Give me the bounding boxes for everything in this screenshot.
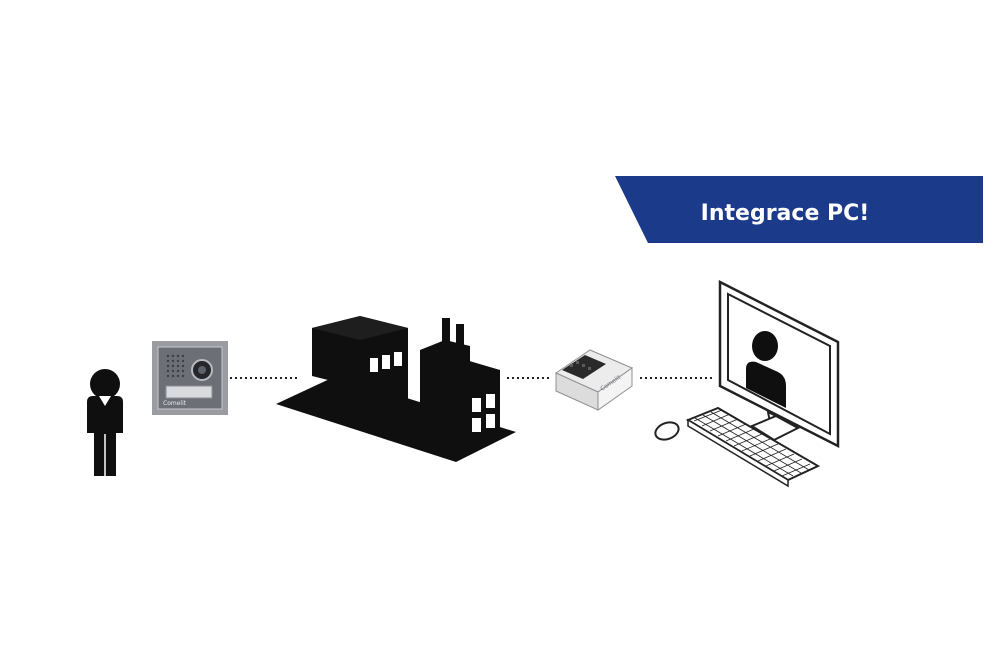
mouse-icon xyxy=(654,421,680,441)
banner: Integrace PC! xyxy=(615,176,983,243)
usb-dongle-icon: Comelit xyxy=(554,349,634,411)
panel-brand-logo: Comelit xyxy=(163,400,187,407)
desktop-computer-icon xyxy=(654,279,840,488)
monitor-screen xyxy=(718,279,840,449)
keyboard-icon xyxy=(685,406,821,488)
intercom-panel-icon: Comelit xyxy=(152,341,228,415)
factory-building-icon xyxy=(276,316,516,462)
person-icon xyxy=(87,369,123,476)
banner-shape xyxy=(615,176,983,243)
person-icon xyxy=(746,331,786,408)
banner-title: Integrace PC! xyxy=(701,201,870,226)
